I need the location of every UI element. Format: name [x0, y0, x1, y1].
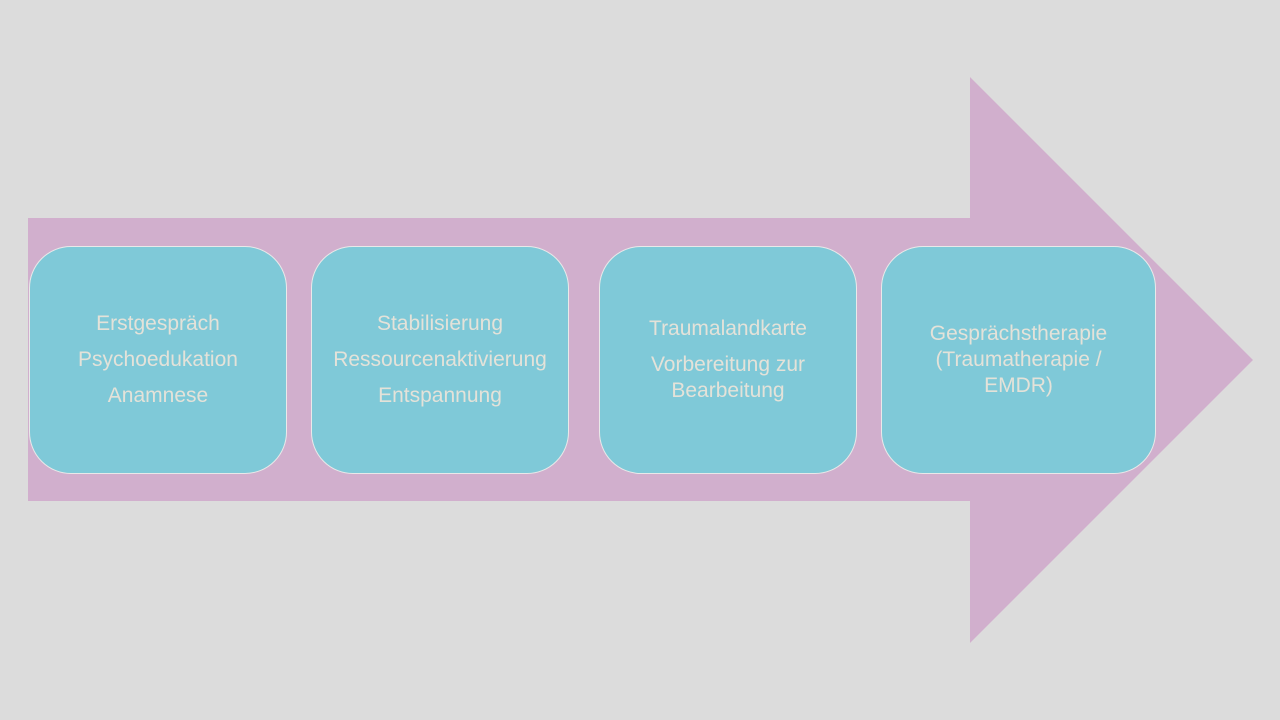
stage-2-line-1: Stabilisierung	[376, 312, 504, 335]
stage-box-2: Stabilisierung Ressourcenaktivierung Ent…	[311, 246, 569, 474]
stage-2-line-3: Entspannung	[378, 384, 502, 407]
stage-4-line-1: Gesprächstherapie (Traumatherapie / EMDR…	[929, 322, 1108, 397]
stage-1-line-3: Anamnese	[107, 384, 209, 407]
stage-1-line-1: Erstgespräch	[96, 312, 220, 335]
stage-box-1: Erstgespräch Psychoedukation Anamnese	[29, 246, 287, 474]
stage-box-4: Gesprächstherapie (Traumatherapie / EMDR…	[881, 246, 1156, 474]
stage-box-3: Traumalandkarte Vorbereitung zur Bearbei…	[599, 246, 857, 474]
stage-3-line-2: Vorbereitung zur Bearbeitung	[650, 353, 806, 402]
stage-1-line-2: Psychoedukation	[78, 348, 238, 371]
stage-2-line-2: Ressourcenaktivierung	[333, 348, 547, 371]
stage-3-line-1: Traumalandkarte	[649, 317, 807, 340]
